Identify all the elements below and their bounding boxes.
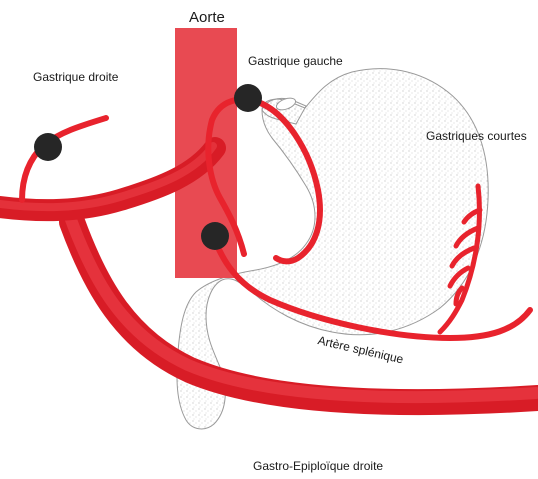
gastrique-droite-label: Gastrique droite — [33, 71, 118, 83]
clip-icon — [34, 133, 62, 161]
aorte-label: Aorte — [189, 10, 225, 25]
clip-icon — [234, 84, 262, 112]
gastrique-gauche-label: Gastrique gauche — [248, 55, 343, 67]
gastro-epiploique-droite-label: Gastro-Epiploïque droite — [253, 460, 383, 472]
clip-icon — [201, 222, 229, 250]
gastrique-droite-artery — [22, 118, 106, 200]
gastriques-courtes-label: Gastriques courtes — [426, 130, 527, 142]
